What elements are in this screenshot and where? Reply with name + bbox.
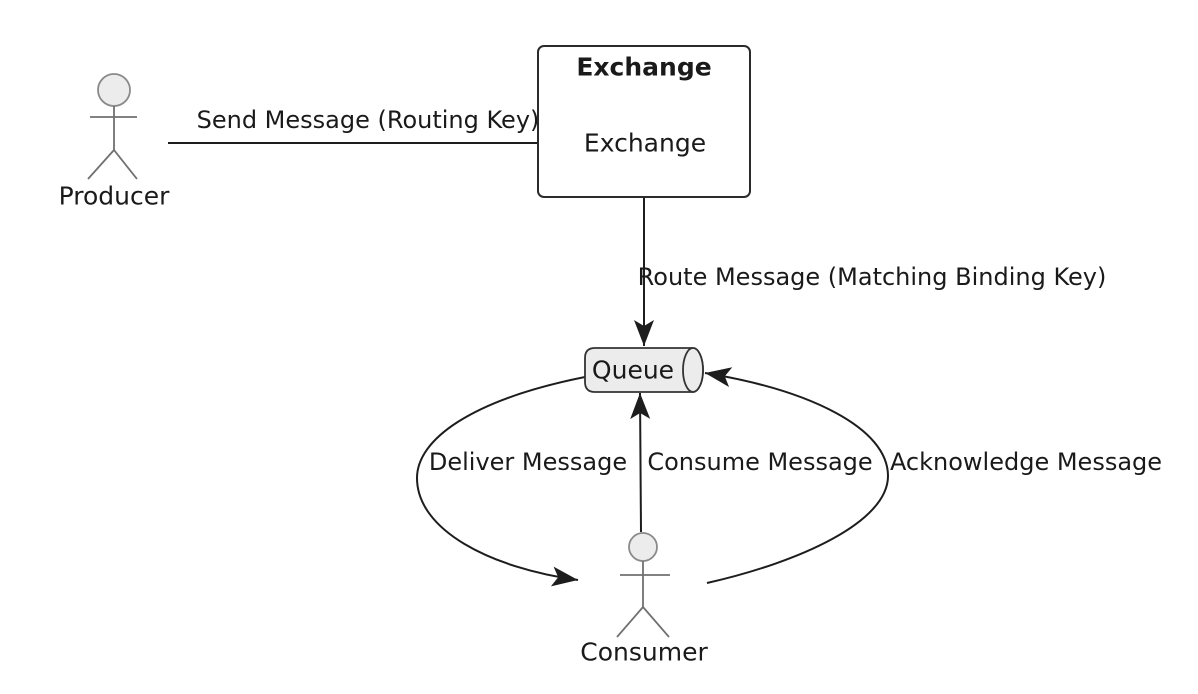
acknowledge-arrow [704,367,890,584]
node-producer: Producer [59,73,171,211]
edge-acknowledge: Acknowledge Message [704,367,1162,584]
consume-arrow [630,392,651,533]
queue-cylinder-end [682,347,704,393]
deliver-edge-label: Deliver Message [429,448,627,476]
edge-consume: Consume Message [630,392,873,533]
route-edge-label: Route Message (Matching Binding Key) [638,263,1107,291]
producer-leg-right [113,149,138,180]
consumer-leg-left [616,606,644,638]
consumer-actor-icon [616,532,670,638]
consume-edge-label: Consume Message [647,448,872,476]
consumer-node-label: Consumer [580,638,708,667]
acknowledge-edge-label: Acknowledge Message [890,448,1162,476]
node-consumer: Consumer [580,532,708,667]
producer-head [97,73,131,107]
exchange-box [537,45,751,198]
consumer-leg-right [642,606,670,638]
exchange-group-title: Exchange [576,53,711,82]
producer-leg-left [87,149,115,180]
exchange-node-label: Exchange [584,129,706,158]
queue-node-label: Queue [592,356,674,385]
edge-route: Route Message (Matching Binding Key) [634,172,1107,346]
deliver-arrow [415,376,586,587]
producer-actor-icon [87,73,138,180]
edge-deliver: Deliver Message [415,376,627,587]
node-queue: Queue [584,347,704,393]
node-exchange-group: Exchange Exchange [537,45,751,198]
consumer-head [628,532,658,562]
producer-node-label: Producer [59,182,171,211]
send-edge-label: Send Message (Routing Key) [197,106,540,134]
edge-send: Send Message (Routing Key) [168,106,566,153]
